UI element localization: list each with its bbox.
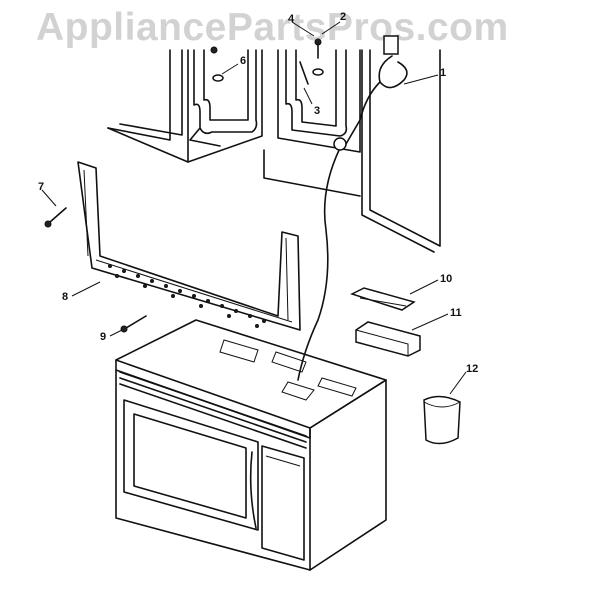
screw-icon bbox=[49, 207, 67, 223]
cord-grommet bbox=[333, 137, 347, 151]
filter-icon bbox=[350, 287, 416, 311]
callout-12: 12 bbox=[466, 363, 478, 375]
charcoal-filter-icon bbox=[423, 395, 461, 445]
callout-8: 8 bbox=[62, 291, 68, 303]
mounting-plate bbox=[77, 161, 301, 331]
microwave-oven bbox=[115, 319, 387, 571]
callout-11: 11 bbox=[450, 307, 462, 319]
door-handle bbox=[249, 451, 257, 529]
washer-icon bbox=[212, 74, 224, 82]
oven-door bbox=[123, 399, 259, 531]
wall-hardware bbox=[210, 35, 408, 381]
callout-2: 2 bbox=[340, 11, 346, 23]
washer-icon bbox=[312, 68, 324, 76]
callout-1: 1 bbox=[440, 67, 446, 79]
callout-6: 6 bbox=[240, 55, 246, 67]
door-window bbox=[133, 413, 247, 519]
callout-7: 7 bbox=[38, 181, 44, 193]
watermark-logo: AppliancePartsPros.com bbox=[36, 6, 509, 49]
power-cord-coil bbox=[378, 55, 408, 89]
toggle-bolt-icon bbox=[299, 61, 309, 85]
callout-10: 10 bbox=[440, 273, 452, 285]
power-cord bbox=[297, 147, 341, 381]
callout-3: 3 bbox=[314, 105, 320, 117]
control-panel bbox=[261, 445, 305, 561]
callout-4: 4 bbox=[288, 13, 295, 25]
leader-lines bbox=[41, 21, 467, 395]
screw-icon bbox=[210, 46, 218, 54]
outlet-box bbox=[383, 35, 399, 55]
screw-icon bbox=[125, 315, 147, 329]
upper-cabinets bbox=[107, 49, 441, 253]
callout-9: 9 bbox=[100, 331, 106, 343]
